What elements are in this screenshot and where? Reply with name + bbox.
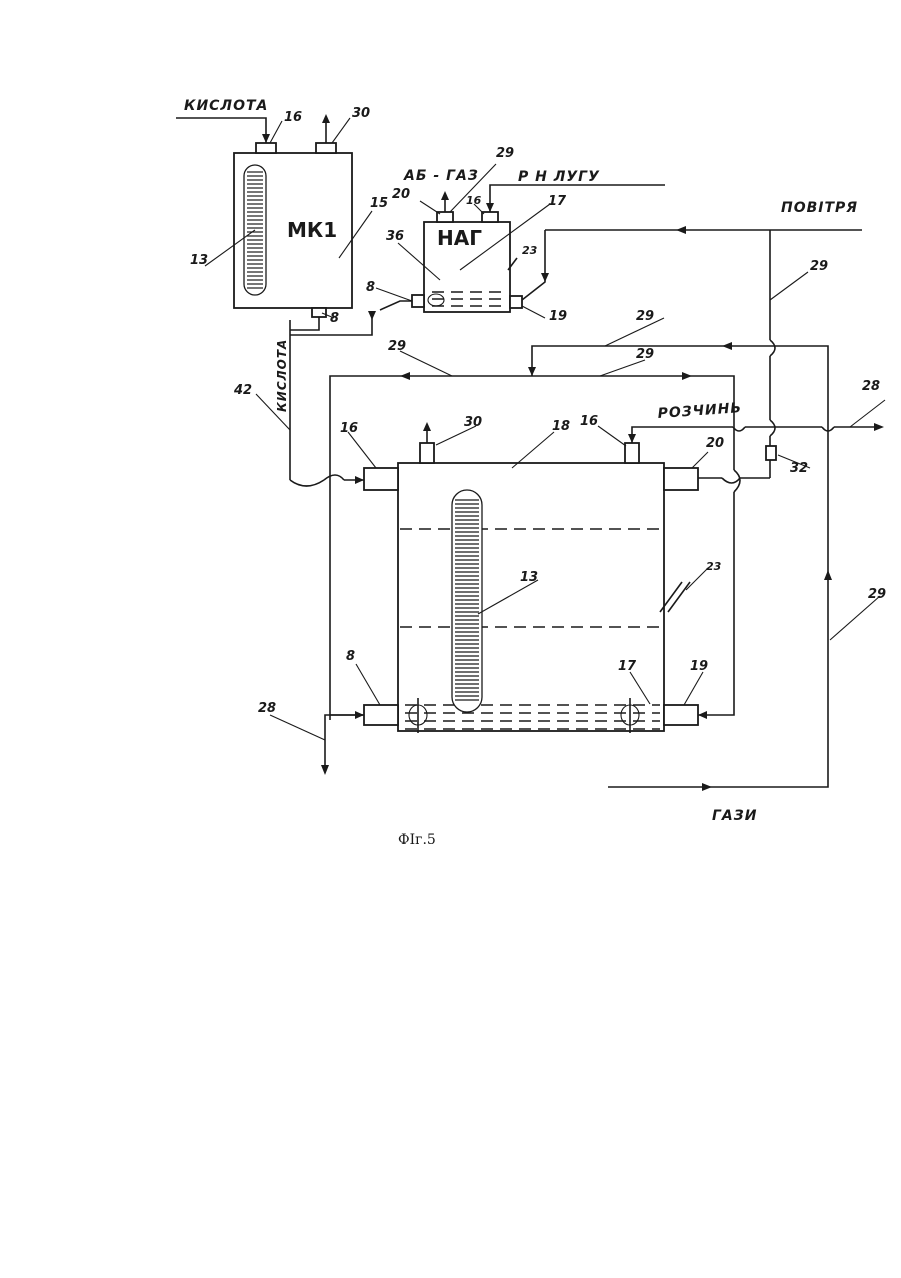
tank-mk1: МК1 xyxy=(234,143,352,317)
label-solution: РОЗЧИНЬ xyxy=(657,400,742,422)
nozzle-20-main xyxy=(664,468,698,490)
nozzle-16-nag xyxy=(482,212,498,222)
ref-18: 18 xyxy=(552,419,570,434)
ref-29: 29 xyxy=(388,339,406,354)
nozzle-30-main xyxy=(420,443,434,463)
nozzle-16-main-top xyxy=(625,443,639,463)
ref-28: 28 xyxy=(258,701,276,716)
ref-36: 36 xyxy=(386,229,404,244)
ref-29: 29 xyxy=(496,146,514,161)
label-acid-top: КИСЛОТА xyxy=(184,98,268,114)
ref-23: 23 xyxy=(522,244,538,257)
ref-32: 32 xyxy=(790,461,808,476)
ref-30: 30 xyxy=(464,415,482,430)
ref-17: 17 xyxy=(548,194,567,209)
label-air: ПОВІТРЯ xyxy=(781,200,858,216)
label-gases: ГАЗИ xyxy=(712,808,757,824)
ref-8: 8 xyxy=(346,649,355,664)
ref-16: 16 xyxy=(284,110,302,125)
ref-23: 23 xyxy=(706,560,722,573)
ref-29: 29 xyxy=(810,259,828,274)
tank-nag-label: НАГ xyxy=(437,226,482,250)
ref-29: 29 xyxy=(868,587,886,602)
heating-coil-main xyxy=(452,490,482,712)
ref-13: 13 xyxy=(520,570,538,585)
nozzle-19-main xyxy=(664,705,698,725)
nozzle-30-mk1 xyxy=(316,143,336,153)
tank-nag: НАГ xyxy=(412,212,522,312)
ref-20: 20 xyxy=(706,436,724,451)
ref-17: 17 xyxy=(618,659,637,674)
nozzle-8-mk1 xyxy=(312,308,326,317)
nozzle-16-main-side xyxy=(364,468,398,490)
ref-19: 19 xyxy=(690,659,708,674)
figure-caption: ФІг.5 xyxy=(398,832,436,848)
ref-20: 20 xyxy=(392,187,410,202)
ref-42: 42 xyxy=(233,383,252,398)
nozzle-8-nag xyxy=(412,295,424,307)
label-alkali: Р Н ЛУГУ xyxy=(518,169,600,185)
main-tank-18 xyxy=(364,443,698,733)
nozzle-16-mk1 xyxy=(256,143,276,153)
ref-16: 16 xyxy=(580,414,598,429)
ref-13: 13 xyxy=(190,253,208,268)
nozzle-8-main xyxy=(364,705,398,725)
ref-16: 16 xyxy=(340,421,358,436)
ref-29: 29 xyxy=(636,347,654,362)
label-ab-gas: АБ - ГАЗ xyxy=(403,168,479,184)
ref-15: 15 xyxy=(370,196,388,211)
valve-32-icon xyxy=(766,446,776,460)
ref-28: 28 xyxy=(862,379,880,394)
ref-8: 8 xyxy=(330,311,339,326)
label-acid-side: КИСЛОТА xyxy=(275,339,289,412)
tank-mk1-label: МК1 xyxy=(287,218,337,242)
ref-19: 19 xyxy=(549,309,567,324)
ref-29: 29 xyxy=(636,309,654,324)
nozzle-19-nag xyxy=(510,296,522,308)
ref-8: 8 xyxy=(366,280,375,295)
ref-30: 30 xyxy=(352,106,370,121)
ref-16: 16 xyxy=(466,194,482,207)
